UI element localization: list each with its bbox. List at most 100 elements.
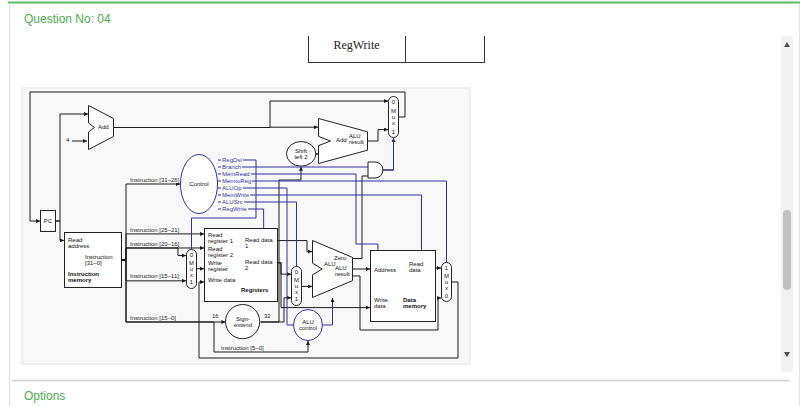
- branch-adder: AddALU result: [318, 118, 368, 164]
- node-text: Read data 2: [245, 259, 275, 272]
- data-wire: [197, 268, 204, 269]
- node-text: Shift left 2: [291, 148, 311, 161]
- node-text: Add: [98, 124, 109, 130]
- data-wire: [122, 184, 180, 260]
- node-text: Mux: [189, 260, 195, 279]
- section-rule: [12, 380, 790, 382]
- node-text: Address: [374, 267, 396, 273]
- control-line: [323, 298, 333, 325]
- register-file: Read register 1Read register 2Write regi…: [204, 228, 278, 302]
- multiplexer: 0Mux1: [186, 249, 197, 288]
- table-line: [308, 36, 309, 62]
- scrollbar-track: [781, 36, 793, 372]
- ellipse-outline: [226, 305, 260, 339]
- input-constant: 4: [65, 137, 70, 143]
- shift-left: Shift left 2: [286, 141, 316, 167]
- node-text: 1: [392, 129, 395, 135]
- node-text: ALU result: [335, 265, 350, 278]
- node-text: 0: [190, 252, 193, 258]
- node-text: Data memory: [403, 297, 433, 310]
- control-signal: Branch: [221, 164, 242, 170]
- node-text: Mux: [294, 277, 300, 296]
- instruction-memory: Read addressInstruction [31–0]Instructio…: [64, 232, 122, 288]
- alu-outline: [89, 106, 114, 150]
- multiplexer: 1Mux0: [441, 262, 452, 302]
- panel-border: [799, 4, 800, 406]
- data-wire: [368, 130, 388, 141]
- bit-width: 16: [211, 313, 220, 319]
- control-signal: ALUSrc: [221, 199, 244, 205]
- node-text: ALU result: [349, 133, 365, 146]
- scroll-up-arrow: [784, 42, 790, 47]
- node-text: ALU control: [297, 319, 319, 332]
- alu-control: ALU control: [293, 309, 323, 341]
- node-text: Write data: [374, 297, 396, 310]
- alu: ZeroALUALU result: [312, 240, 353, 298]
- instruction-field: Instruction [15–0]: [129, 315, 177, 321]
- control-signal: ALUOp: [221, 185, 243, 191]
- control-signal: MemRead: [221, 171, 251, 177]
- constant-wire: [72, 141, 87, 142]
- node-text: Add: [336, 137, 347, 143]
- instruction-field: Instruction [20–16]: [129, 241, 180, 247]
- ellipse-outline: [286, 142, 315, 167]
- multiplexer: 0Mux 1: [388, 96, 399, 138]
- node-text: Control: [189, 181, 208, 187]
- data-wire: [30, 92, 405, 221]
- control-signal: RegDst: [221, 157, 243, 163]
- node-text: 0: [295, 269, 298, 275]
- instruction-field: Instruction [25–21]: [129, 227, 180, 233]
- instruction-field: Instruction [15–11]: [129, 273, 180, 279]
- node-text: Read data: [409, 261, 431, 274]
- node-text: 1: [190, 279, 193, 285]
- question-title: Question No: 04: [24, 12, 111, 26]
- control-signal: MemtoReg: [221, 178, 252, 184]
- node-text: 1: [445, 265, 448, 271]
- node-text: Read data 1: [245, 237, 275, 250]
- node-text: 0: [445, 293, 448, 299]
- and-gate: [368, 162, 383, 178]
- data-wire: [56, 114, 88, 221]
- sign-extend: Sign-extend: [225, 304, 260, 339]
- data-wire: [353, 269, 370, 270]
- multiplexer: 0Mux1: [291, 266, 302, 305]
- data-wire: [122, 248, 186, 260]
- node-text: Instruction [31–0]: [85, 254, 119, 267]
- data-wire: [302, 285, 312, 286]
- adder: Add: [88, 105, 114, 150]
- node-text: Mux: [444, 273, 450, 292]
- alu-outline: [313, 241, 353, 298]
- node-text: Write register: [208, 260, 240, 273]
- data-wire: [56, 221, 64, 240]
- node-text: 0: [392, 99, 395, 105]
- scroll-down-arrow: [784, 352, 790, 357]
- node-text: Registers: [241, 287, 268, 293]
- bit-width: 32: [263, 313, 272, 319]
- control-line: [218, 195, 421, 250]
- scrollbar-thumb: [783, 210, 791, 290]
- node-text: Write data: [208, 277, 235, 283]
- node-text: Mux: [391, 108, 397, 127]
- node-text: Read register 2: [208, 246, 240, 259]
- node-text: Sign-extend: [229, 316, 256, 329]
- pc-register: PC: [40, 210, 56, 232]
- node-text: 1: [295, 296, 298, 302]
- panel-border: [9, 4, 10, 406]
- data-wire: [316, 153, 318, 154]
- table-line: [308, 62, 485, 63]
- instruction-field: Instruction [31–26]: [129, 177, 180, 183]
- node-text: Read register 1: [208, 232, 240, 245]
- table-line: [484, 36, 485, 62]
- ellipse-outline: [181, 155, 218, 214]
- alu-outline: [319, 119, 368, 164]
- data-wire: [114, 101, 388, 128]
- data-wire: [114, 127, 318, 128]
- data-wire: [353, 138, 394, 259]
- node-text: Instruction memory: [68, 271, 108, 284]
- instruction-field: Instruction [5–0]: [220, 345, 265, 351]
- control-signal: RegWrite: [221, 206, 248, 212]
- figure-background: [22, 88, 470, 364]
